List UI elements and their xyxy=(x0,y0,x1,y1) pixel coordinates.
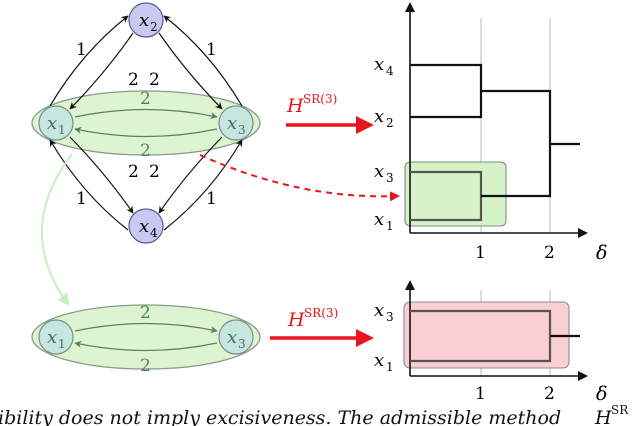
leaf-label-x2: x 2 xyxy=(374,106,394,130)
node-x3-bottom: x 3 xyxy=(218,319,254,355)
axis-label-delta: δ xyxy=(596,242,607,264)
cluster-x1-x3-bottom xyxy=(31,304,261,370)
caption: ibility does not imply excisiveness. The… xyxy=(0,403,629,426)
edge-x1-to-x2 xyxy=(49,15,129,107)
relation-arrow-light-green xyxy=(41,153,73,306)
edge-x4-to-x1 xyxy=(49,139,129,231)
leaf-label-x4: x 4 xyxy=(374,54,394,78)
edge-label-x1-x4: 2 xyxy=(128,162,139,182)
edge-x2-to-x1 xyxy=(69,32,134,110)
node-subscript: 3 xyxy=(238,123,246,137)
edge-label-x1-x2: 1 xyxy=(76,40,87,60)
x-axis-arrowhead xyxy=(578,371,588,381)
svg-text:4: 4 xyxy=(386,64,394,78)
node-x2: x 2 xyxy=(128,2,164,38)
method-symbol: H xyxy=(287,309,305,331)
edge-x1-to-x3 xyxy=(74,108,218,120)
method-superscript: SR(3) xyxy=(303,92,337,106)
svg-text:2: 2 xyxy=(386,116,394,130)
dashed-correspondence-arrow xyxy=(199,154,400,202)
node-label: x xyxy=(227,113,237,134)
x-axis-arrowhead xyxy=(578,228,588,238)
graph-bottom: x 1 x 3 2 2 xyxy=(31,303,261,376)
node-label: x xyxy=(227,327,237,348)
dendrogram-top: x 4 x 2 x 3 x 1 1 2 δ xyxy=(374,2,607,264)
method-superscript: SR(3) xyxy=(304,306,338,320)
edge-x3-to-x4 xyxy=(158,136,223,214)
edge-label-x4-x3: 1 xyxy=(206,189,217,209)
edge-label-x1-x3-bottom: 2 xyxy=(140,141,151,161)
edge-x1-to-x3-bottom xyxy=(74,322,218,334)
svg-text:3: 3 xyxy=(386,171,394,185)
graph-top: x 2 x 4 x 1 x 3 xyxy=(31,2,261,244)
svg-text:x: x xyxy=(374,300,384,321)
edge-x4-to-x3 xyxy=(163,139,243,231)
tick-label-2: 2 xyxy=(544,243,555,263)
tick-label-2: 2 xyxy=(544,384,555,404)
node-label: x xyxy=(47,113,57,134)
edge-label-x3-x2: 1 xyxy=(206,40,217,60)
node-x3: x 3 xyxy=(218,105,254,141)
svg-text:x: x xyxy=(374,350,384,371)
method-symbol: H xyxy=(286,95,304,117)
edge-label-x1-x3-top: 2 xyxy=(140,89,151,109)
node-x4: x 4 xyxy=(128,208,164,244)
svg-text:1: 1 xyxy=(386,219,394,233)
svg-text:1: 1 xyxy=(386,360,394,374)
edge-label-top: 2 xyxy=(140,303,151,323)
leaf-label-x1: x 1 xyxy=(374,209,394,233)
y-axis-arrowhead xyxy=(405,280,415,290)
edge-label-x4-x1: 1 xyxy=(76,189,87,209)
tick-label-1: 1 xyxy=(475,384,486,404)
svg-text:x: x xyxy=(374,54,384,75)
tick-label-1: 1 xyxy=(475,243,486,263)
leaf-label-x1: x 1 xyxy=(374,350,394,374)
axis-label-delta: δ xyxy=(596,383,607,405)
edge-x3-to-x1 xyxy=(74,126,218,138)
node-subscript: 2 xyxy=(150,20,158,34)
edge-label-x3-x4: 2 xyxy=(149,162,160,182)
method-arrow-bottom: H SR(3) xyxy=(270,306,374,347)
y-axis-arrowhead xyxy=(405,2,415,12)
edge-x2-to-x3 xyxy=(158,32,223,110)
cluster-x1-x3-top xyxy=(31,90,261,156)
node-label: x xyxy=(47,327,57,348)
node-subscript: 1 xyxy=(58,337,66,351)
node-subscript: 1 xyxy=(58,123,66,137)
edge-label-x2-x1: 2 xyxy=(128,70,139,90)
node-subscript: 3 xyxy=(238,337,246,351)
branch-x4-x2 xyxy=(410,63,483,119)
leaf-label-x3: x 3 xyxy=(374,161,394,185)
edge-x3-to-x2 xyxy=(163,15,243,107)
node-label: x xyxy=(139,216,149,237)
edge-x1-to-x4 xyxy=(69,136,134,214)
edge-x3-to-x1-bottom xyxy=(74,340,218,352)
leaf-label-x3: x 3 xyxy=(374,300,394,324)
caption-superscript: SR xyxy=(611,403,629,417)
svg-text:3: 3 xyxy=(386,310,394,324)
method-arrow-top: H SR(3) xyxy=(286,92,374,134)
svg-text:x: x xyxy=(374,161,384,182)
svg-text:x: x xyxy=(374,209,384,230)
node-subscript: 4 xyxy=(150,226,158,240)
node-x1-bottom: x 1 xyxy=(38,319,74,355)
edge-label-bottom: 2 xyxy=(140,356,151,376)
svg-text:x: x xyxy=(374,106,384,127)
node-x1: x 1 xyxy=(38,105,74,141)
edge-label-x2-x3: 2 xyxy=(149,70,160,90)
caption-text: ibility does not imply excisiveness. The… xyxy=(0,407,561,426)
dendrogram-bottom: x 3 x 1 1 2 δ xyxy=(374,280,607,405)
caption-symbol: H xyxy=(594,407,612,426)
node-label: x xyxy=(139,10,149,31)
